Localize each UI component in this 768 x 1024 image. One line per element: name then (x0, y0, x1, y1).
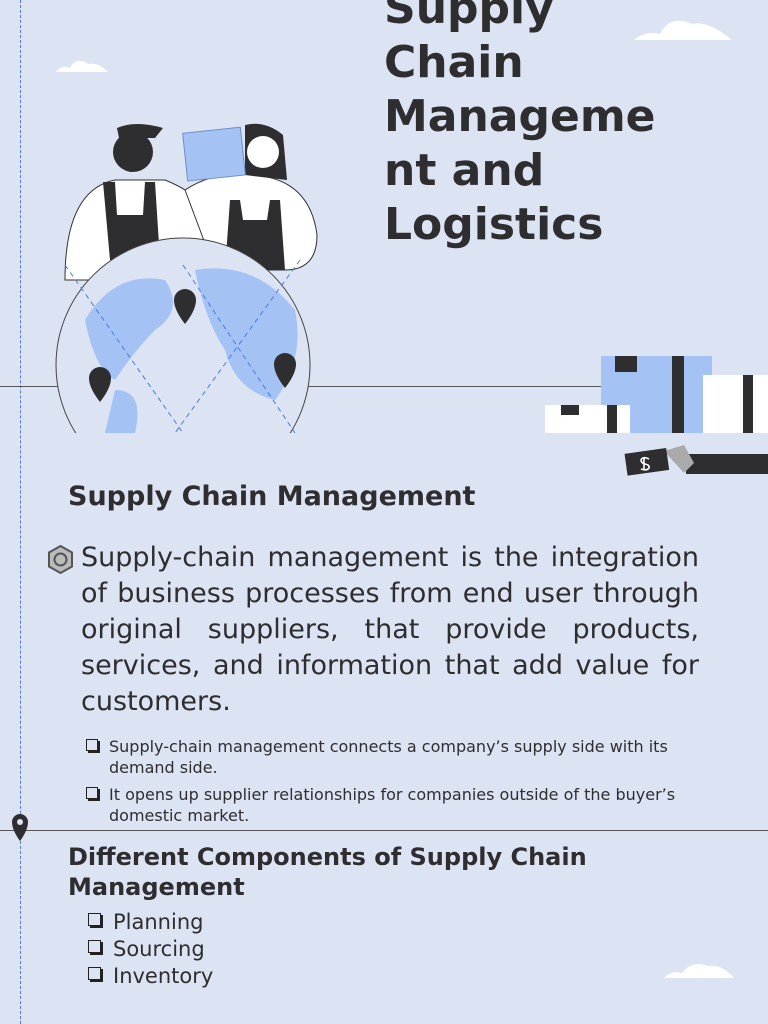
divider-line (0, 830, 768, 831)
cloud-icon (56, 60, 108, 72)
dashed-guide-line (20, 0, 21, 1024)
intro-paragraph: Supply-chain management is the integrati… (81, 542, 699, 717)
cash-hand-icon (624, 445, 768, 476)
workers-globe-illustration (55, 123, 318, 433)
bullet-item: Supply-chain management connects a compa… (86, 736, 686, 778)
component-item: Inventory (88, 964, 213, 989)
cloud-icon (634, 20, 732, 40)
component-item: Planning (88, 910, 203, 935)
boxes-illustration (545, 356, 768, 433)
checkbox-bullet-icon (86, 739, 98, 751)
map-pin-icon (12, 814, 28, 841)
checkbox-bullet-icon (88, 913, 101, 926)
component-item: Sourcing (88, 937, 205, 962)
section-heading: Supply Chain Management (68, 481, 476, 512)
bullet-item: It opens up supplier relationships for c… (86, 784, 686, 826)
cloud-icon (664, 964, 734, 978)
badge-icon (48, 545, 73, 574)
checkbox-bullet-icon (88, 967, 101, 980)
page-title: Supply Chain Manageme nt and Logistics (384, 0, 656, 250)
checkbox-bullet-icon (86, 787, 98, 799)
section-heading: Different Components of Supply Chain Man… (68, 843, 587, 901)
checkbox-bullet-icon (88, 940, 101, 953)
divider-line (0, 386, 768, 387)
